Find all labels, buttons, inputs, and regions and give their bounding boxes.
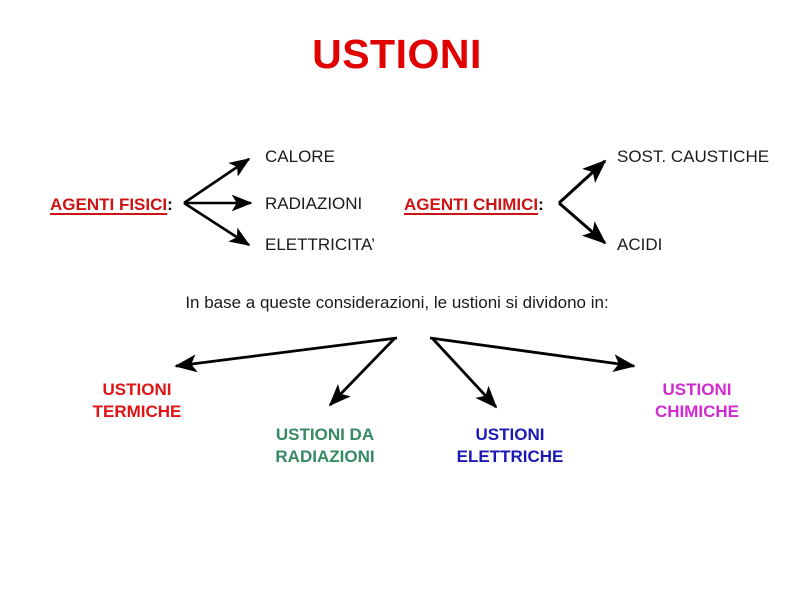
outcome-ustioni-termiche-line1: USTIONI bbox=[102, 380, 172, 399]
arrow-chimici-to-acidi bbox=[558, 201, 607, 245]
arrow-chimici-to-sost-caustiche bbox=[557, 159, 607, 205]
heading-agenti-chimici-label: AGENTI CHIMICI bbox=[404, 195, 539, 214]
page-title: USTIONI bbox=[312, 31, 482, 77]
outcome-ustioni-chimiche-line1: USTIONI bbox=[662, 380, 732, 399]
heading-agenti-chimici-colon: : bbox=[538, 195, 544, 214]
outcome-ustioni-elettriche: USTIONI ELETTRICHE bbox=[430, 424, 590, 469]
outcome-ustioni-da-radiazioni-line1: USTIONI DA bbox=[275, 425, 375, 444]
arrow-fisici-to-calore bbox=[183, 157, 251, 205]
outcome-ustioni-chimiche-line2: CHIMICHE bbox=[654, 402, 740, 422]
branch-radiazioni: RADIAZIONI bbox=[265, 194, 363, 213]
arrow-to-ustioni-termiche bbox=[174, 336, 398, 373]
outcome-ustioni-elettriche-line2: ELETTRICHE bbox=[456, 447, 564, 467]
heading-agenti-fisici: AGENTI FISICI: bbox=[50, 196, 173, 213]
branch-sost-caustiche: SOST. CAUSTICHE bbox=[617, 147, 770, 166]
heading-agenti-chimici: AGENTI CHIMICI: bbox=[404, 196, 544, 213]
outcome-ustioni-termiche: USTIONI TERMICHE bbox=[57, 379, 217, 424]
branch-acidi: ACIDI bbox=[617, 235, 663, 254]
heading-agenti-fisici-label: AGENTI FISICI bbox=[50, 195, 168, 214]
connector-sentence: In base a queste considerazioni, le usti… bbox=[185, 293, 609, 312]
outcome-ustioni-termiche-line2: TERMICHE bbox=[92, 402, 182, 422]
branch-elettricita: ELETTRICITA’ bbox=[265, 235, 375, 254]
branch-calore: CALORE bbox=[265, 147, 335, 166]
arrow-fisici-to-elettricita bbox=[183, 201, 251, 247]
outcome-ustioni-da-radiazioni-line2: RADIAZIONI bbox=[275, 447, 375, 467]
outcome-ustioni-chimiche: USTIONI CHIMICHE bbox=[617, 379, 777, 424]
heading-agenti-fisici-colon: : bbox=[167, 195, 173, 214]
arrow-to-ustioni-radiazioni bbox=[328, 338, 396, 407]
arrow-to-ustioni-chimiche bbox=[429, 336, 636, 373]
outcome-ustioni-da-radiazioni: USTIONI DA RADIAZIONI bbox=[245, 424, 405, 469]
arrow-to-ustioni-elettriche bbox=[431, 338, 498, 409]
outcome-ustioni-elettriche-line1: USTIONI bbox=[475, 425, 545, 444]
